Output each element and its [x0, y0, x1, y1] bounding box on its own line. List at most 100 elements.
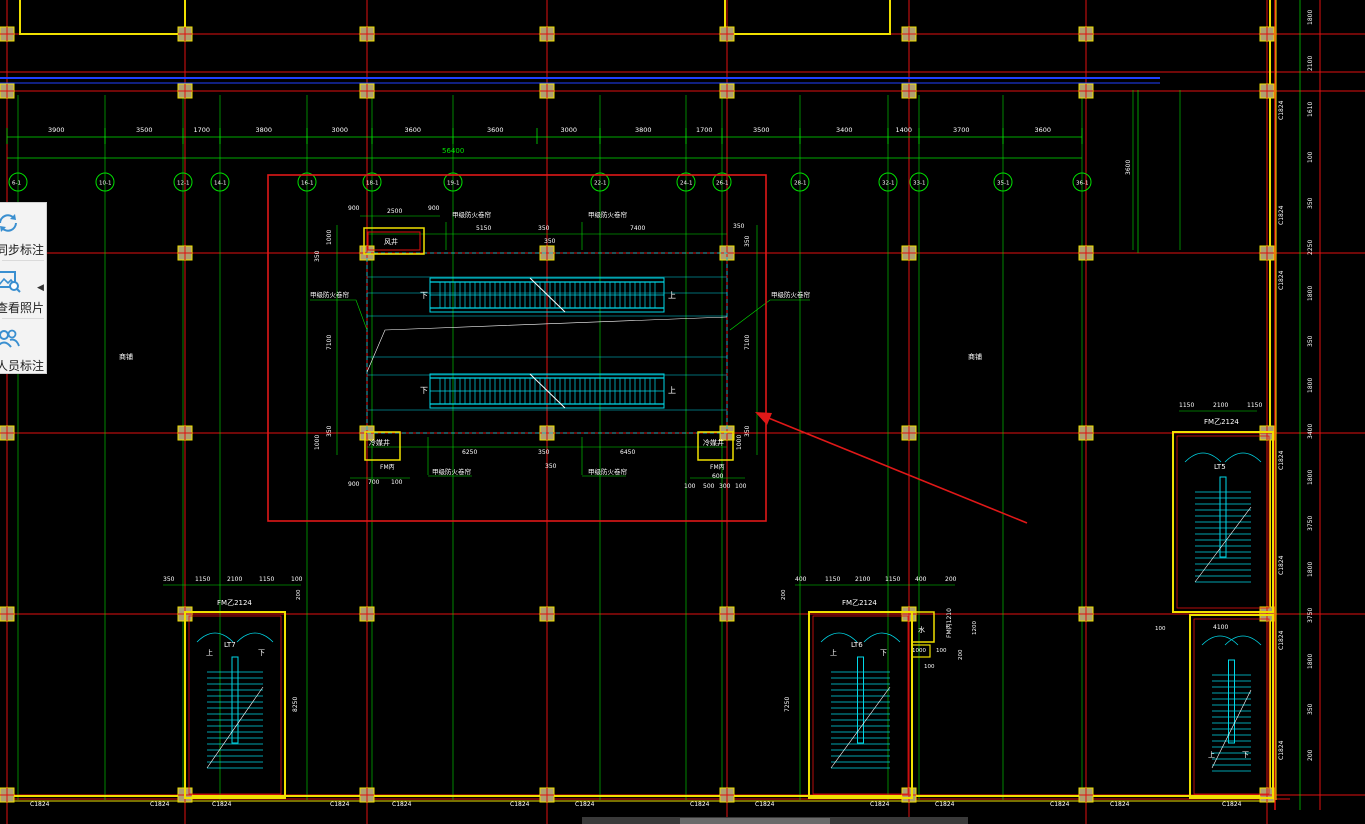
window-tag: C1824: [212, 801, 232, 808]
dim-1000-c: 1000: [736, 435, 743, 450]
stair-lt5-lower: [1189, 614, 1274, 799]
stair-wall: [1172, 431, 1274, 613]
people-icon: [0, 329, 20, 348]
dim-100-b: 100: [684, 483, 696, 490]
top-dim-value: 1700: [696, 126, 713, 134]
dim-5150: 5150: [476, 225, 491, 232]
stair-mid-fmb: FM丙1210: [946, 608, 953, 638]
atrium-escalator-area: 风井 冷媒井 冷媒井 FM丙 FM丙 甲级防火卷帘 甲级防火卷帘 甲级防火卷帘 …: [310, 205, 811, 490]
top-dim-value: 3900: [48, 126, 65, 134]
dim-350-f: 350: [314, 250, 321, 262]
stair-dim-value: 200: [945, 576, 957, 583]
annotation-arrowhead: [755, 412, 772, 425]
dim-350-d: 350: [538, 449, 550, 456]
door-swing: [820, 632, 901, 643]
shutter-label-left: 甲级防火卷帘: [310, 290, 350, 299]
axis-bubble-label: 10-1: [99, 181, 111, 187]
stair-dim-value: 400: [915, 576, 927, 583]
top-dim-value: 3500: [753, 126, 770, 134]
right-dim-value: 3400: [1307, 424, 1314, 439]
window-tag: C1824: [575, 801, 595, 808]
axis-bubble: 24-1: [676, 172, 696, 192]
right-dim-value: 350: [1307, 703, 1314, 715]
stair-arrow-line: [1194, 506, 1252, 583]
dim-1000-b: 1000: [314, 435, 321, 450]
stair-handrail: [857, 656, 864, 744]
bottom-scrollbar-thumb[interactable]: [680, 818, 830, 824]
wind-shaft-label: 风井: [384, 237, 398, 246]
dim-350-c: 350: [733, 223, 745, 230]
axis-bubble-label: 36-1: [1076, 181, 1088, 187]
top-dim-value: 3400: [836, 126, 853, 134]
top-dim-value: 3600: [487, 126, 504, 134]
door-label-left: FM丙: [380, 464, 395, 471]
window-tag: C1824: [690, 801, 710, 808]
stair-wall: [1189, 614, 1274, 799]
dim-900-a: 900: [348, 205, 360, 212]
axis-bubble: 6-1: [8, 172, 28, 192]
people-annotation-button[interactable]: 人员标注: [0, 319, 47, 376]
pipe-shaft: [911, 644, 931, 658]
panel-divider: [2, 260, 44, 261]
axis-bubble: 14-1: [210, 172, 230, 192]
top-dim-value: 3700: [953, 126, 970, 134]
dim-700: 700: [368, 479, 380, 486]
right-dim-value: 1800: [1307, 378, 1314, 393]
stair-dim-value: 1150: [195, 576, 210, 583]
dim-900-b: 900: [428, 205, 440, 212]
window-tag: C1824: [1110, 801, 1130, 808]
dim-6250: 6250: [462, 449, 477, 456]
room-label-right: 商铺: [968, 352, 982, 361]
stair-left-len: 8250: [292, 697, 299, 712]
dim-500: 500: [703, 483, 715, 490]
room-label-left: 商铺: [119, 352, 133, 361]
door-swing: [1184, 452, 1262, 463]
dim-6450: 6450: [620, 449, 635, 456]
collapse-panel-button[interactable]: ◀: [37, 283, 44, 293]
dim-350-b: 350: [544, 238, 556, 245]
dim-100-c: 100: [735, 483, 747, 490]
dim-350-g: 350: [326, 425, 333, 437]
stair-mid-name: LT6: [851, 641, 863, 649]
axis-bubble: 22-1: [590, 172, 610, 192]
axis-bubble: 32-1: [878, 172, 898, 192]
top-dim-value: 1400: [896, 126, 913, 134]
window-tag: C1824: [1050, 801, 1070, 808]
stair-lt5: [1172, 431, 1274, 613]
escalator-lower-down: 下: [420, 386, 428, 395]
escalator-lower: [429, 373, 665, 409]
shutter-label-top-2: 甲级防火卷帘: [588, 210, 628, 219]
axis-bubble-label: 16-1: [301, 181, 313, 187]
stair-dim-value: 1150: [1179, 402, 1194, 409]
stair-mid-len: 7250: [784, 697, 791, 712]
stair-dim-value: 1000: [912, 648, 926, 654]
axis-bubble-label: 19-1: [447, 181, 459, 187]
stair-arrow-line: [206, 686, 264, 769]
top-dim-value: 1700: [194, 126, 211, 134]
view-photo-label: 查看照片: [0, 301, 45, 315]
right-dim-value: 3750: [1307, 608, 1314, 623]
sync-annotation-button[interactable]: 同步标注: [0, 203, 47, 260]
stair-dim-value: 100: [1155, 626, 1166, 632]
right-dim-value: 100: [1307, 151, 1314, 163]
window-tag: C1824: [1278, 740, 1285, 760]
axis-bubble: 35-1: [993, 172, 1013, 192]
shutter-label-top-1: 甲级防火卷帘: [452, 210, 492, 219]
window-tag: C1824: [755, 801, 775, 808]
stair-dim-value: 1150: [885, 576, 900, 583]
escalator-lower-up: 上: [668, 386, 676, 395]
window-tag: C1824: [150, 801, 170, 808]
stair-dim-value: 100: [924, 664, 935, 670]
right-dim-value: 1800: [1307, 10, 1314, 25]
axis-bubble-label: 26-1: [716, 181, 728, 187]
axis-bubble: 36-1: [1072, 172, 1092, 192]
right-dim-value: 2100: [1307, 56, 1314, 71]
axis-bubble-label: 33-1: [913, 181, 925, 187]
escalator-upper-up: 上: [668, 291, 676, 300]
view-photo-button[interactable]: 查看照片: [0, 261, 47, 318]
cool-shaft-left: [364, 431, 401, 461]
stair-dim-value: 1150: [259, 576, 274, 583]
room-wall-top-right: [724, 0, 891, 35]
escalator-upper-down: 下: [420, 291, 428, 300]
